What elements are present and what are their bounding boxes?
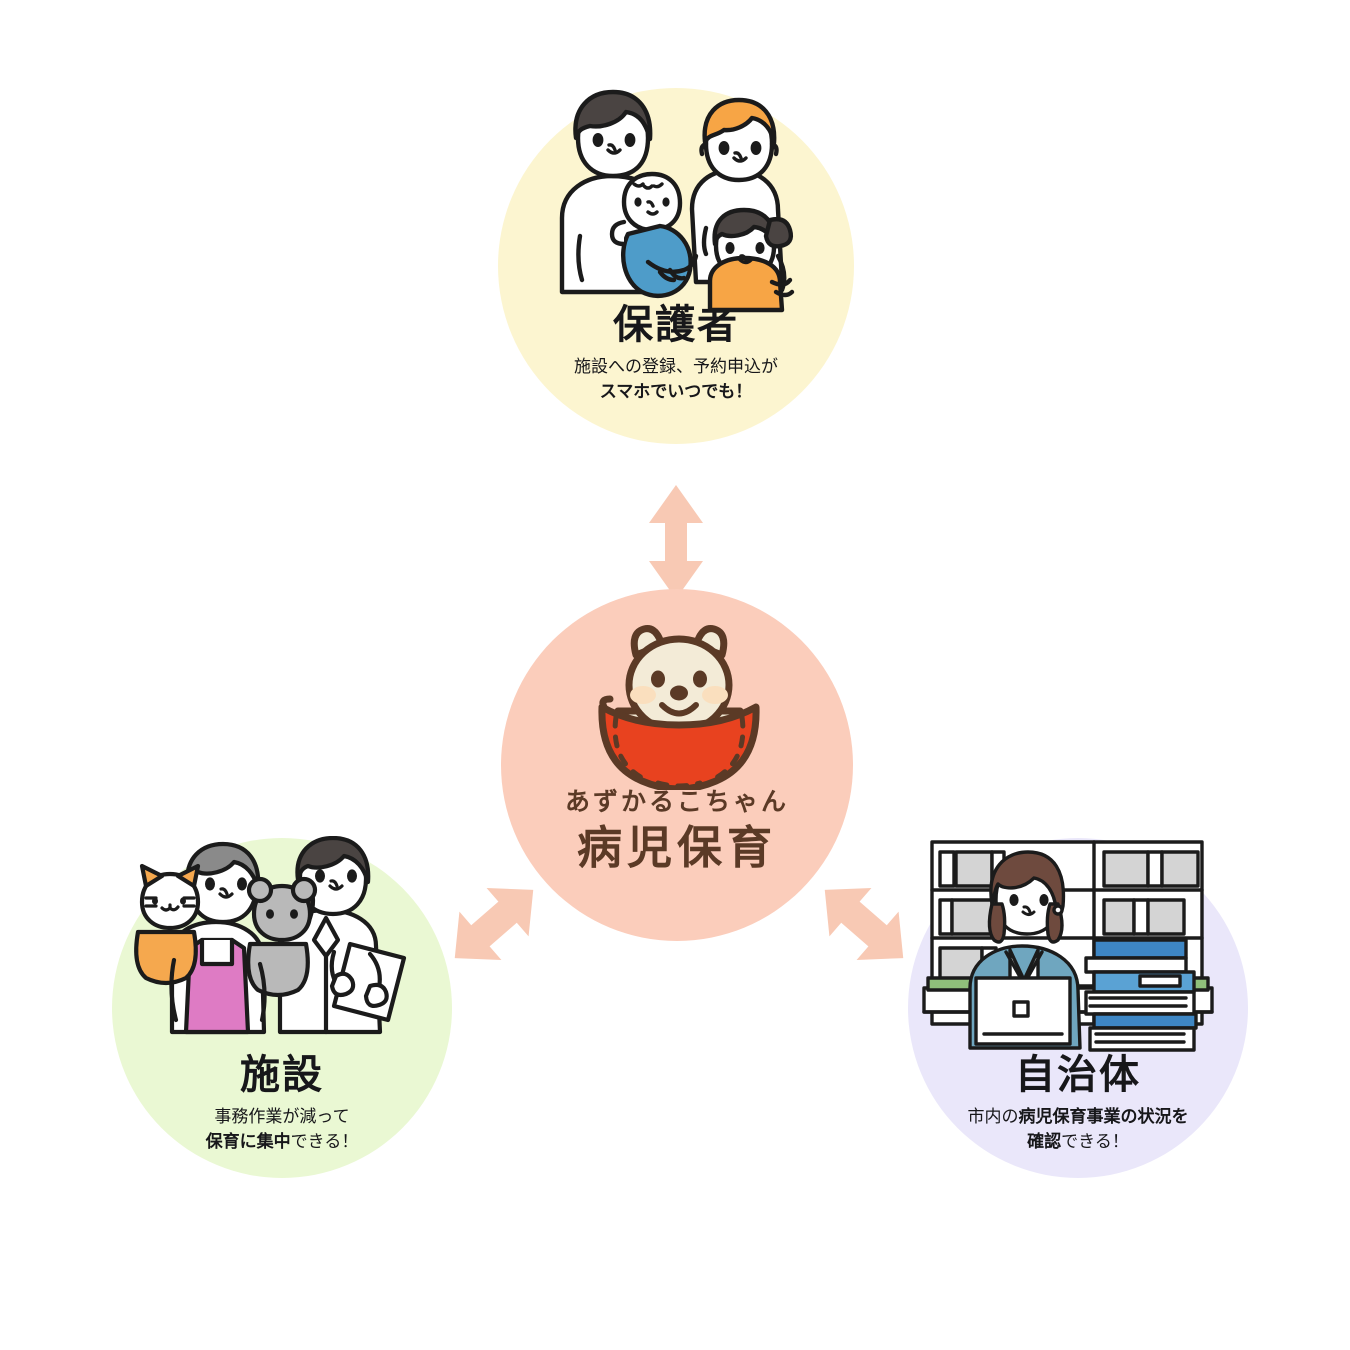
node-city[interactable]: 自治体 市内の病児保育事業の状況を 確認できる！ bbox=[908, 838, 1248, 1178]
node-parent-sub-line1: 施設への登録、予約申込が bbox=[574, 357, 778, 376]
node-facility[interactable]: 施設 事務作業が減って 保育に集中できる！ bbox=[112, 838, 452, 1178]
node-facility-sub-line2-tail: できる！ bbox=[290, 1131, 359, 1151]
node-city-sub-line1-head: 市内の bbox=[967, 1107, 1019, 1126]
node-facility-sub-line2-bold: 保育に集中 bbox=[205, 1131, 291, 1151]
arrow-center-to-city bbox=[824, 888, 904, 960]
node-city-title: 自治体 bbox=[1015, 1053, 1141, 1097]
arrow-center-to-parent bbox=[649, 485, 703, 599]
node-facility-sub-line1: 事務作業が減って bbox=[214, 1107, 350, 1126]
node-city-sub-line2-bold: 確認 bbox=[1027, 1131, 1062, 1151]
node-facility-title: 施設 bbox=[240, 1053, 324, 1097]
center-mascot-name: あずかるこちゃん bbox=[564, 788, 789, 816]
arrow-center-to-facility bbox=[454, 888, 534, 960]
node-parent-sub-line2-bold: スマホでいつでも bbox=[599, 381, 736, 401]
node-parent-subtitle: 施設への登録、予約申込が スマホでいつでも！ bbox=[498, 355, 854, 404]
node-facility-subtitle: 事務作業が減って 保育に集中できる！ bbox=[112, 1105, 452, 1154]
node-parent-sub-line2-tail: ！ bbox=[735, 381, 753, 401]
node-center-service[interactable]: あずかるこちゃん 病児保育 bbox=[501, 589, 853, 941]
node-city-sub-line1-bold: 病児保育事業の状況を bbox=[1018, 1107, 1189, 1126]
node-parent-title: 保護者 bbox=[613, 303, 739, 347]
node-parent[interactable]: 保護者 施設への登録、予約申込が スマホでいつでも！ bbox=[498, 88, 854, 444]
node-city-subtitle: 市内の病児保育事業の状況を 確認できる！ bbox=[908, 1105, 1248, 1154]
node-city-sub-line2-tail: できる！ bbox=[1061, 1131, 1129, 1151]
center-service-title: 病児保育 bbox=[576, 821, 777, 873]
